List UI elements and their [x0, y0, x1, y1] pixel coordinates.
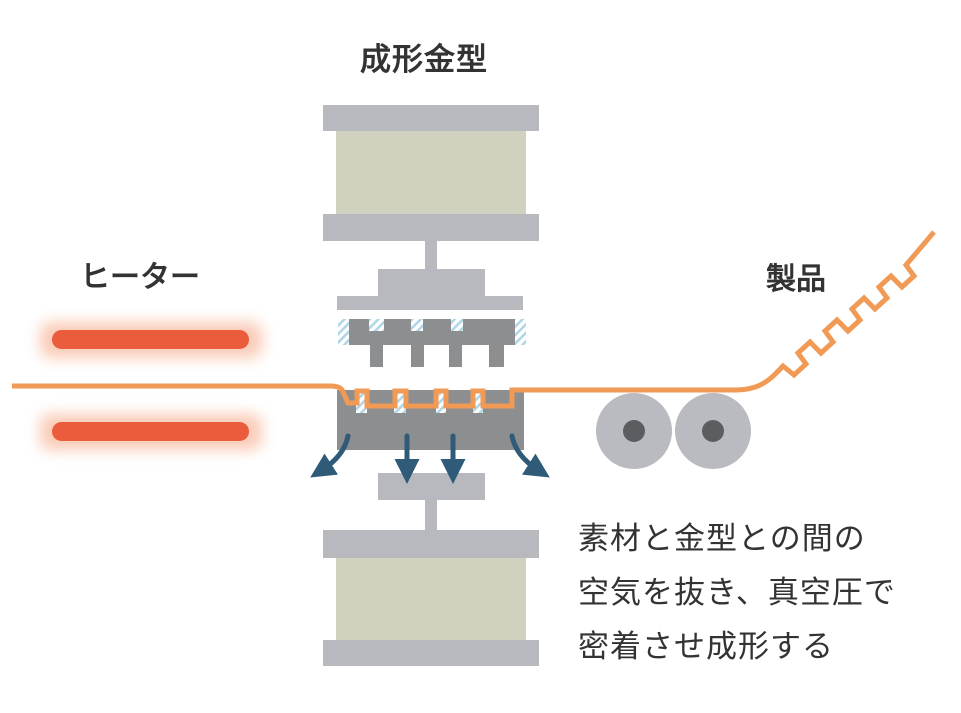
description: 素材と金型との間の 空気を抜き、真空圧で 密着させ成形する	[578, 512, 896, 674]
upper-bottom-plate	[323, 214, 539, 241]
upper-top-plate	[323, 105, 539, 131]
air-flow-arrow-icon	[310, 433, 351, 478]
product-label: 製品	[766, 262, 826, 297]
heater-label: ヒーター	[80, 260, 200, 295]
lower-connector	[378, 473, 485, 500]
description-line: 空気を抜き、真空圧で	[578, 575, 896, 611]
upper-block	[336, 131, 526, 214]
upper-connector	[378, 269, 485, 296]
upper-stem	[425, 241, 437, 269]
air-flow-arrows	[310, 433, 550, 484]
upper-die	[338, 319, 526, 367]
upper-base	[337, 296, 523, 310]
mold-title: 成形金型	[360, 42, 488, 78]
lower-bottom-plate	[323, 640, 539, 666]
roller-hub	[702, 420, 724, 442]
roller-hub	[623, 420, 645, 442]
lower-block	[336, 558, 526, 640]
upper-die-body	[349, 319, 515, 367]
material-sheet	[12, 230, 936, 409]
lower-press	[323, 473, 539, 666]
heater-lower	[52, 422, 249, 441]
air-flow-arrow-icon	[509, 433, 550, 478]
description-line: 密着させ成形する	[578, 629, 834, 665]
lower-top-plate	[323, 530, 539, 558]
lower-stem	[425, 500, 437, 530]
rollers	[596, 393, 751, 469]
heaters	[40, 322, 262, 450]
description-line: 素材と金型との間の	[578, 521, 866, 557]
heater-upper	[52, 330, 249, 349]
upper-press	[323, 105, 539, 310]
